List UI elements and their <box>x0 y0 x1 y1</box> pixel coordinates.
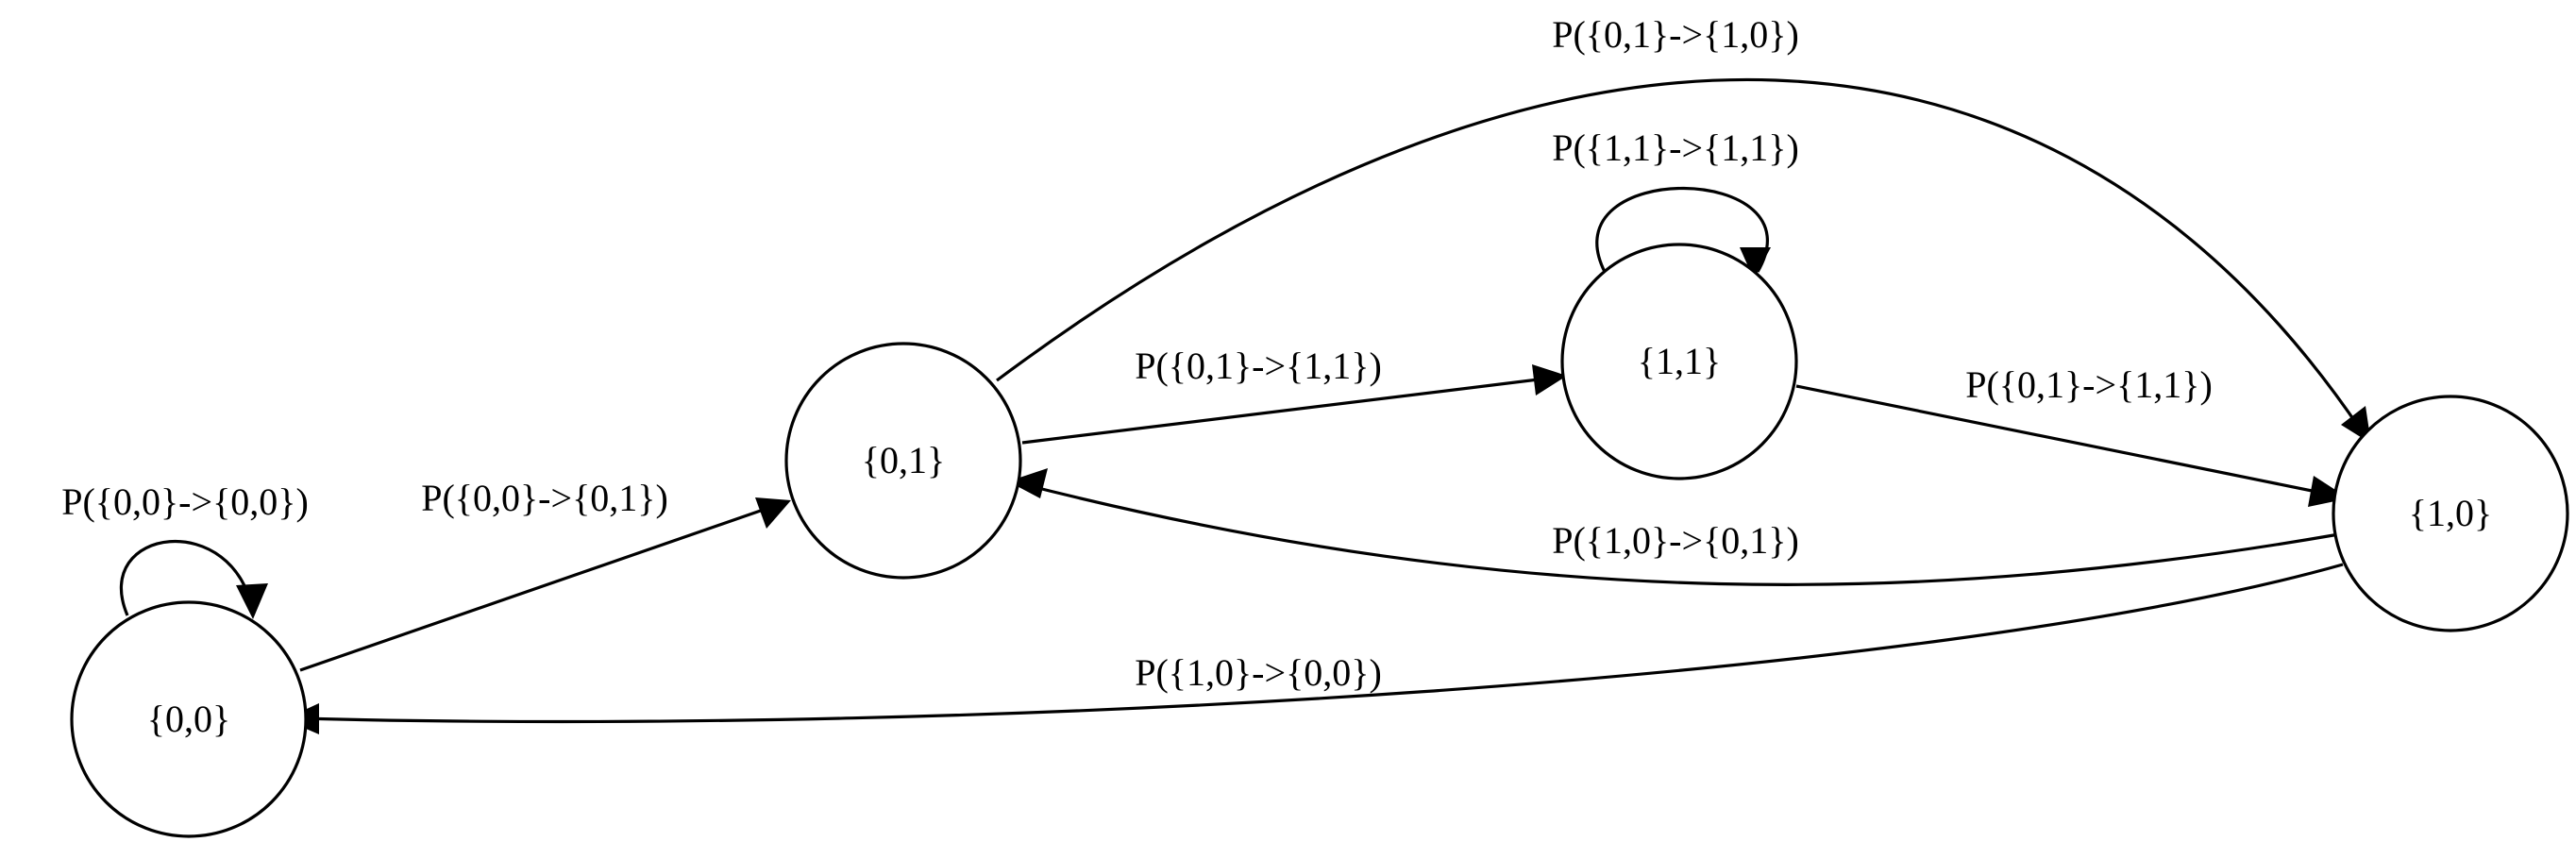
edge-s01-s11 <box>1021 376 1555 445</box>
node-s00: {0,0} <box>70 600 308 838</box>
node-s10: {1,0} <box>2332 395 2569 632</box>
edges <box>119 77 2364 724</box>
node-label: {1,1} <box>1638 340 1721 382</box>
edge-s01-s10 <box>996 77 2364 432</box>
edge-label-s00-s00: P({0,0}->{0,0}) <box>61 480 309 523</box>
edge-s11-s10 <box>1795 384 2336 497</box>
edge-label-s10-s01: P({1,0}->{0,1}) <box>1552 519 1799 562</box>
edge-s11-s11 <box>1595 186 1769 273</box>
edge-label-s10-s00: P({1,0}->{0,0}) <box>1135 651 1382 694</box>
arrowhead-s11-s11 <box>1740 247 1771 279</box>
edge-label-s11-s10: P({0,1}->{1,1}) <box>1965 363 2213 406</box>
edge-label-s00-s01: P({0,0}->{0,1}) <box>421 477 668 519</box>
node-s01: {0,1} <box>784 342 1022 580</box>
node-label: {0,0} <box>147 698 230 740</box>
arrowhead-s00-s01 <box>755 497 791 529</box>
edge-s10-s00 <box>297 563 2344 724</box>
edge-s00-s00 <box>119 540 255 616</box>
edge-label-s01-s11: P({0,1}->{1,1}) <box>1135 345 1382 387</box>
arrowheads <box>236 247 2371 734</box>
node-label: {1,0} <box>2409 492 2492 534</box>
arrowhead-s00-s00 <box>236 583 268 619</box>
node-label: {0,1} <box>862 439 945 481</box>
edge-label-s11-s11: P({1,1}->{1,1}) <box>1552 126 1799 169</box>
node-s11: {1,1} <box>1560 243 1798 480</box>
edge-labels: P({0,0}->{0,0}) P({0,0}->{0,1}) P({0,1}-… <box>61 13 2213 694</box>
edge-s00-s01 <box>299 503 778 672</box>
arrowhead-s01-s11 <box>1532 364 1567 396</box>
edge-s10-s01 <box>1019 481 2340 586</box>
arrowhead-s10-s01 <box>1008 468 1048 498</box>
edge-label-s01-s10: P({0,1}->{1,0}) <box>1552 13 1799 56</box>
